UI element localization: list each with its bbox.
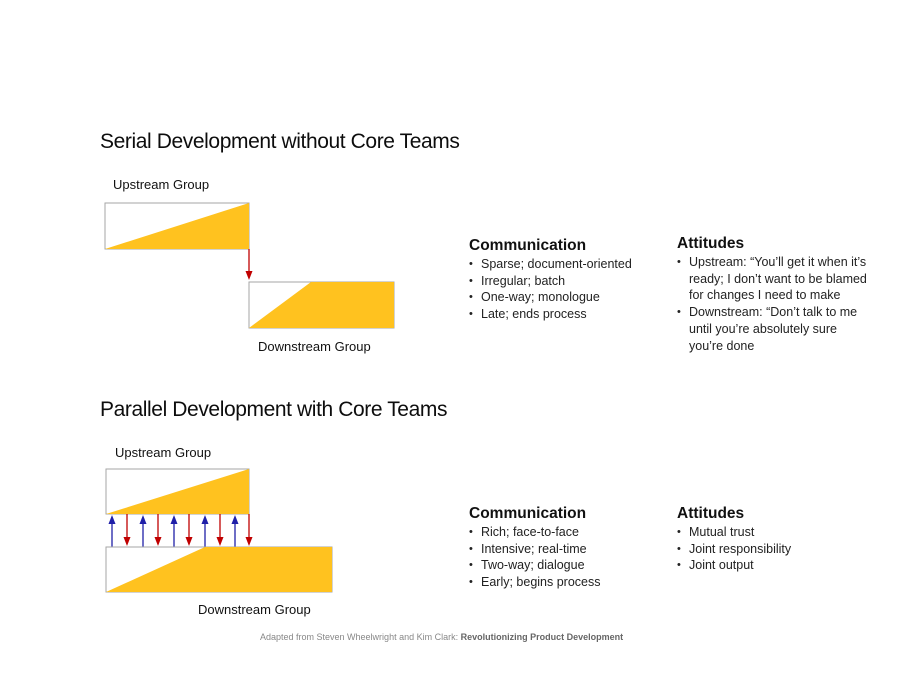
list-item: Rich; face-to-face [469,524,659,541]
list-item: Irregular; batch [469,273,659,290]
serial-downstream-bar [248,281,395,329]
serial-attitudes-heading: Attitudes [677,235,745,252]
list-item: Joint output [677,557,869,574]
parallel-attitudes-heading: Attitudes [677,505,745,522]
citation-prefix: Adapted from Steven Wheelwright and Kim … [260,632,461,642]
serial-handoff-arrow [245,249,253,280]
parallel-attitudes-block: Attitudes Mutual trust Joint responsibil… [677,505,869,574]
arrow-up-icon [231,515,239,547]
serial-attitudes-block: Attitudes Upstream: “You’ll get it when … [677,235,869,354]
arrow-down-icon [245,514,253,546]
serial-communication-block: Communication Sparse; document-oriented … [469,237,659,323]
list-item: Sparse; document-oriented [469,256,659,273]
parallel-upstream-label: Upstream Group [115,445,212,460]
serial-downstream-label: Downstream Group [258,339,371,354]
list-item: Joint responsibility [677,541,869,558]
serial-upstream-label: Upstream Group [113,177,210,192]
list-item: Early; begins process [469,574,659,591]
arrow-up-icon [139,515,147,547]
list-item: Two-way; dialogue [469,557,659,574]
arrow-down-icon [123,514,131,546]
parallel-attitudes-list: Mutual trust Joint responsibility Joint … [677,524,869,574]
serial-upstream-bar [104,202,250,250]
parallel-upstream-bar [105,468,250,515]
parallel-downstream-label: Downstream Group [198,602,311,617]
list-item: One-way; monologue [469,289,659,306]
arrow-up-icon [201,515,209,547]
parallel-communication-block: Communication Rich; face-to-face Intensi… [469,505,659,591]
source-citation: Adapted from Steven Wheelwright and Kim … [260,632,623,642]
parallel-communication-list: Rich; face-to-face Intensive; real-time … [469,524,659,591]
serial-section-title: Serial Development without Core Teams [100,130,460,153]
list-item: Intensive; real-time [469,541,659,558]
arrow-down-icon [216,514,224,546]
list-item: Mutual trust [677,524,869,541]
serial-attitudes-list: Upstream: “You’ll get it when it’s ready… [677,254,869,354]
parallel-communication-arrows [108,514,253,547]
parallel-downstream-bar [105,546,333,593]
arrow-up-icon [108,515,116,547]
arrow-up-icon [170,515,178,547]
serial-communication-list: Sparse; document-oriented Irregular; bat… [469,256,659,323]
list-item: Downstream: “Don’t talk to me until you’… [677,304,869,354]
parallel-section-title: Parallel Development with Core Teams [100,398,448,421]
serial-communication-heading: Communication [469,237,587,254]
arrow-down-icon [185,514,193,546]
citation-book-title: Revolutionizing Product Development [460,632,624,642]
list-item: Upstream: “You’ll get it when it’s ready… [677,254,869,304]
list-item: Late; ends process [469,306,659,323]
arrow-down-icon [154,514,162,546]
parallel-communication-heading: Communication [469,505,587,522]
